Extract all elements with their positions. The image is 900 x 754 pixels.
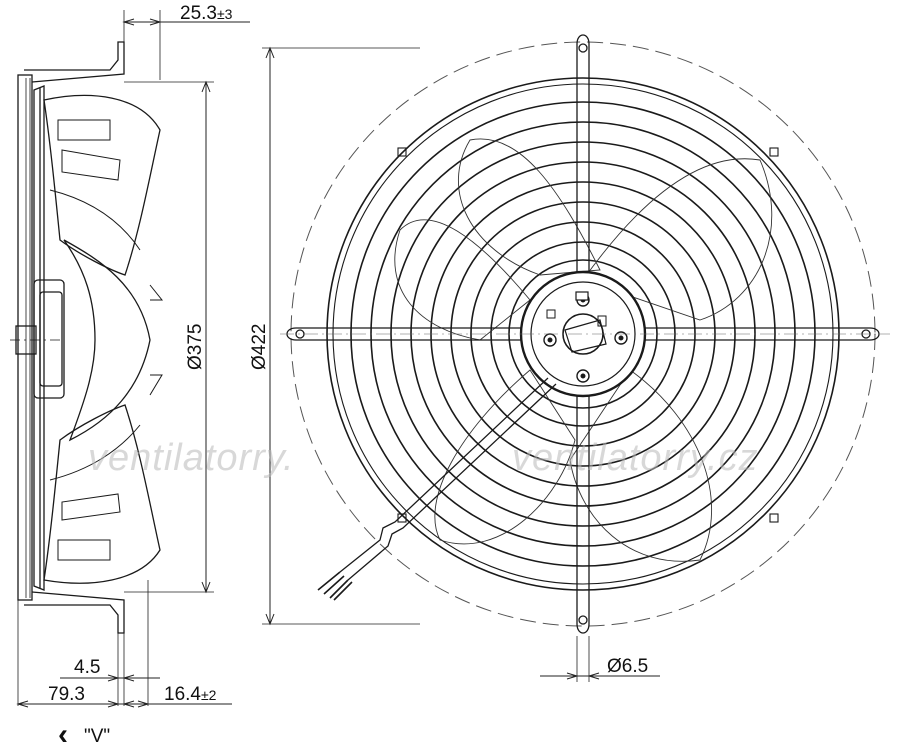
side-blade-mid — [63, 239, 151, 442]
front-view — [280, 34, 890, 634]
front-blades — [394, 138, 773, 562]
side-blade-upper — [43, 94, 161, 276]
view-label-text: "V" — [84, 726, 110, 747]
dim-guard-diameter: Ø422 — [249, 324, 270, 370]
dim-hole-diameter: Ø6.5 — [607, 656, 648, 677]
watermark-right: ventilatorry.cz — [512, 437, 759, 479]
front-dimensions — [262, 46, 660, 682]
hub-bolt-right — [614, 331, 628, 345]
side-dimensions — [16, 10, 250, 708]
side-shroud — [33, 85, 45, 591]
side-view — [10, 41, 164, 634]
dim-bottom-small: 4.5 — [74, 657, 100, 678]
dim-impeller-diameter: Ø375 — [185, 324, 206, 370]
watermark: ventilatorry. ventilatorry.cz — [88, 437, 759, 479]
side-motor — [33, 279, 65, 399]
view-marker-icon: ‹ — [58, 718, 68, 751]
side-frame-bottom — [24, 591, 125, 634]
power-cable — [317, 377, 557, 601]
mounting-tabs — [397, 147, 779, 523]
side-frame — [17, 74, 33, 601]
dim-rear-offset: 16.4±2 — [164, 684, 217, 705]
side-frame-top — [24, 41, 125, 83]
dim-overall-depth: 79.3 — [48, 684, 85, 705]
dim-top-offset: 25.3±3 — [180, 3, 233, 24]
watermark-left: ventilatorry. — [88, 437, 295, 479]
view-label: ‹ "V" — [58, 718, 110, 751]
side-blade-lower — [43, 404, 161, 584]
hub-bolt-bottom — [576, 369, 590, 383]
dimension-labels: 25.3±3 Ø375 Ø422 Ø6.5 4.5 79.3 16.4±2 — [48, 3, 648, 705]
